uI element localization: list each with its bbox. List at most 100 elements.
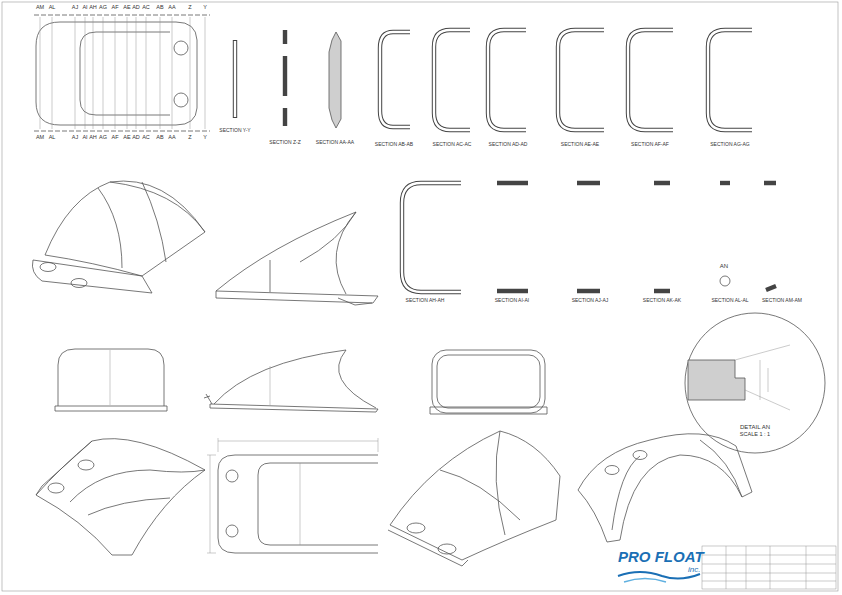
title-block: [702, 546, 836, 589]
section-label: SECTION AG-AG: [710, 142, 749, 147]
section-profiles: [558, 30, 604, 130]
section-profiles: [234, 41, 236, 117]
section-profiles: [720, 276, 730, 286]
section-label: SECTION AF-AF: [631, 142, 669, 147]
section-profiles: [628, 30, 673, 130]
section-letter: AM: [36, 5, 44, 11]
section-profiles: [283, 30, 287, 126]
top-view: [218, 455, 378, 553]
isometric-view: [216, 212, 356, 294]
side-view: [270, 366, 271, 405]
title-block: [702, 546, 836, 589]
top-view: [207, 438, 378, 553]
top-view: [226, 525, 238, 537]
isometric-view: [388, 431, 560, 566]
section-letter: AE: [123, 5, 130, 11]
section-profiles: [235, 30, 752, 130]
company-logo: PRO FLOAT: [618, 549, 704, 564]
isometric-view: [440, 431, 520, 535]
section-letter: AB: [156, 135, 163, 141]
section-label: SECTION AJ-AJ: [572, 298, 609, 303]
top-view: [207, 438, 378, 553]
back-view: [432, 350, 545, 413]
side-view: [204, 394, 212, 404]
back-view: [437, 355, 540, 408]
isometric-view: [633, 451, 647, 460]
section-label: SECTION Y-Y: [219, 128, 250, 133]
detail-view: [735, 345, 790, 410]
section-label: SECTION AE-AE: [561, 142, 599, 147]
isometric-view: [48, 483, 64, 493]
side-view: [204, 350, 378, 412]
section-letter: AI: [82, 135, 87, 141]
section-letter: AG: [99, 135, 107, 141]
isometric-view: [338, 298, 372, 305]
section-letter: AH: [89, 135, 97, 141]
isometric-view: [45, 181, 205, 276]
scale-note: SCALE 1 : 1: [740, 432, 770, 438]
side-view: [214, 350, 376, 408]
isometric-view: [98, 182, 205, 268]
section-letter: AC: [142, 5, 150, 11]
section-letter: AC: [142, 135, 150, 141]
top-view: [226, 470, 238, 482]
section-letter: AE: [123, 135, 130, 141]
section-letter: AB: [156, 5, 163, 11]
section-profiles: [654, 183, 670, 291]
section-label: SECTION AA-AA: [316, 140, 354, 145]
section-letter: Y: [203, 135, 207, 141]
isometric-view: [216, 212, 378, 305]
section-letter: AJ: [72, 5, 78, 11]
isometric-view: [36, 439, 205, 555]
section-label: SECTION AL-AL: [711, 298, 748, 303]
section-profiles: [434, 30, 470, 130]
section-label: SECTION AM-AM: [762, 298, 802, 303]
section-letter: AL: [49, 135, 56, 141]
section-label: SECTION AD-AD: [489, 142, 528, 147]
back-view: [430, 407, 547, 414]
top-view: [258, 463, 378, 545]
logo-wave: [618, 572, 700, 582]
section-letter: AL: [49, 5, 56, 11]
section-letter: AA: [168, 5, 175, 11]
section-label: SECTION AB-AB: [375, 142, 413, 147]
company-logo: inc.: [688, 566, 700, 574]
isometric-view: [612, 440, 742, 530]
isometric-view: [70, 470, 205, 515]
section-profiles: [380, 32, 410, 127]
isometric-view: [270, 212, 356, 292]
front-view: [55, 349, 167, 411]
detail-view: [685, 313, 825, 453]
isometric-view: [407, 523, 425, 533]
isometric-view: [36, 441, 92, 495]
top-view: [34, 15, 210, 131]
section-profiles: [628, 30, 673, 130]
section-profiles: [402, 183, 776, 292]
section-label: SECTION AI-AI: [495, 298, 529, 303]
title-block: [702, 546, 836, 589]
section-profiles: [488, 30, 526, 130]
section-label: SECTION AC-AC: [433, 142, 472, 147]
isometric-view: [216, 291, 378, 303]
isometric-view: [71, 279, 87, 288]
isometric-view: [388, 530, 468, 566]
isometric-view: [390, 431, 560, 560]
section-letter: AF: [111, 5, 118, 11]
section-profiles: [402, 183, 461, 292]
top-view: [34, 15, 210, 131]
section-letter: AG: [99, 5, 107, 11]
section-label: SECTION AH-AH: [406, 298, 445, 303]
top-view: [174, 93, 188, 107]
top-view: [80, 32, 170, 115]
section-letter: AD: [132, 5, 140, 11]
detail-view: [688, 360, 745, 400]
section-profiles: [708, 30, 752, 130]
top-view: [36, 22, 197, 125]
top-view: [174, 41, 188, 55]
section-profiles: [720, 181, 730, 185]
section-letter: Z: [188, 135, 191, 141]
section-letter: AI: [82, 5, 87, 11]
isometric-view: [40, 263, 56, 272]
section-profiles: [764, 183, 776, 290]
section-profiles: [329, 32, 341, 128]
